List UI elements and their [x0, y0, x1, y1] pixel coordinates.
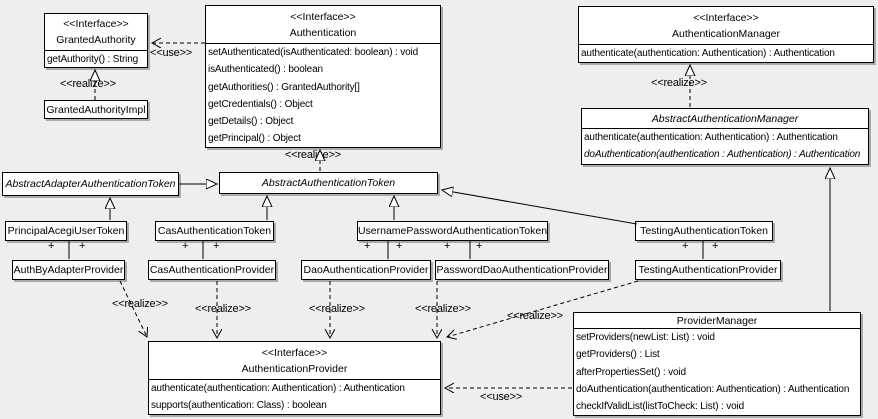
class-name: PasswordDaoAuthenticationProvider: [436, 264, 608, 276]
class-name: AuthenticationProvider: [241, 362, 348, 375]
class-name: AuthByAdapterProvider: [13, 264, 124, 276]
methods-compartment: getAuthority() : String: [45, 50, 147, 68]
edge-label-realize: <<realize>>: [415, 303, 471, 315]
method: doAuthentication(authentication : Authen…: [584, 149, 861, 161]
class-username-password-authentication-token: UsernamePasswordAuthenticationToken: [357, 221, 548, 241]
class-cas-authentication-token: CasAuthenticationToken: [155, 221, 274, 241]
class-abstract-authentication-token: AbstractAuthenticationToken: [219, 172, 438, 194]
method: authenticate(authentication: Authenticat…: [581, 48, 835, 59]
association-plus: +: [712, 240, 719, 252]
class-name: GrantedAuthority: [56, 34, 136, 46]
class-header: ProviderManager: [574, 313, 860, 328]
class-authentication-provider: <<Interface>> AuthenticationProvider aut…: [148, 341, 441, 415]
class-header: <<Interface>> AuthenticationProvider: [149, 342, 440, 379]
edge-label-realize: <<realize>>: [651, 77, 707, 89]
edge-label-use: <<use>>: [480, 391, 523, 403]
association-plus: +: [182, 240, 189, 252]
class-header: <<Interface>> Authentication: [206, 6, 440, 43]
class-authentication-manager: <<Interface>> AuthenticationManager auth…: [578, 6, 874, 63]
method: doAuthentication(authentication: Authent…: [576, 383, 850, 395]
method: getPrincipal() : Object: [208, 133, 301, 145]
method: getAuthorities() : GrantedAuthority[]: [208, 81, 360, 93]
class-header: <<Interface>> GrantedAuthority: [45, 14, 147, 50]
method: setProviders(newList: List) : void: [576, 332, 715, 343]
association-plus: +: [396, 240, 403, 252]
class-name: CasAuthenticationProvider: [149, 264, 275, 276]
class-name: UsernamePasswordAuthenticationToken: [357, 225, 548, 237]
class-provider-manager: ProviderManager setProviders(newList: Li…: [573, 312, 861, 416]
association-plus: +: [682, 240, 689, 252]
class-abstract-authentication-manager: AbstractAuthenticationManager authentica…: [581, 108, 869, 165]
association-plus: +: [213, 240, 220, 252]
edge-gen-testingtoken: [442, 190, 638, 225]
method: getDetails() : Object: [208, 116, 294, 128]
class-header: AbstractAuthenticationManager: [582, 109, 868, 128]
class-name: TestingAuthenticationProvider: [638, 264, 778, 276]
class-name: CasAuthenticationToken: [157, 225, 272, 237]
edge-label-realize: <<realize>>: [309, 303, 365, 315]
class-testing-authentication-provider: TestingAuthenticationProvider: [635, 260, 781, 280]
methods-compartment: setProviders(newList: List) : void getPr…: [574, 328, 860, 415]
class-name: GrantedAuthorityImpl: [46, 103, 146, 116]
class-name: AbstractAdapterAuthenticationToken: [5, 178, 176, 190]
edge-label-realize: <<realize>>: [112, 298, 168, 310]
edge-label-realize: <<realize>>: [285, 149, 341, 161]
edge-label-realize: <<realize>>: [60, 78, 116, 90]
class-auth-by-adapter-provider: AuthByAdapterProvider: [12, 260, 125, 280]
class-granted-authority-impl: GrantedAuthorityImpl: [44, 100, 148, 119]
stereotype: <<Interface>>: [63, 18, 129, 30]
class-principal-acegi-user-token: PrincipalAcegiUserToken: [5, 221, 127, 241]
class-dao-authentication-provider: DaoAuthenticationProvider: [301, 260, 431, 280]
class-cas-authentication-provider: CasAuthenticationProvider: [148, 260, 276, 280]
methods-compartment: authenticate(authentication: Authenticat…: [582, 128, 868, 164]
method: authenticate(authentication: Authenticat…: [151, 383, 405, 394]
class-authentication: <<Interface>> Authentication setAuthenti…: [205, 5, 441, 148]
association-plus: +: [364, 240, 371, 252]
class-header: <<Interface>> AuthenticationManager: [579, 7, 873, 44]
class-name: ProviderManager: [676, 314, 758, 327]
edge-label-realize: <<realize>>: [195, 303, 251, 315]
method: getProviders() : List: [576, 349, 660, 361]
method: isAuthenticated() : boolean: [208, 64, 323, 76]
stereotype: <<Interface>>: [290, 10, 356, 23]
method: checkIfValidList(listToCheck: List) : vo…: [576, 401, 745, 413]
class-testing-authentication-token: TestingAuthenticationToken: [635, 221, 773, 241]
class-name: Authentication: [289, 26, 357, 39]
class-name: PrincipalAcegiUserToken: [7, 225, 125, 237]
class-name: DaoAuthenticationProvider: [303, 264, 429, 276]
class-name: TestingAuthenticationToken: [640, 225, 768, 237]
association-plus: +: [444, 240, 451, 252]
method: afterPropertiesSet() : void: [576, 366, 686, 378]
methods-compartment: authenticate(authentication: Authenticat…: [579, 44, 873, 62]
association-plus: +: [48, 240, 55, 252]
edge-label-realize: <<realize>>: [507, 310, 563, 322]
association-plus: +: [79, 240, 86, 252]
method: supports(authentication: Class) : boolea…: [151, 400, 327, 412]
methods-compartment: setAuthenticated(isAuthenticated: boolea…: [206, 43, 440, 148]
class-name: AbstractAuthenticationToken: [261, 177, 396, 189]
class-name: AuthenticationManager: [672, 27, 780, 40]
method: authenticate(authentication: Authenticat…: [584, 132, 838, 143]
method: setAuthenticated(isAuthenticated: boolea…: [208, 47, 419, 58]
class-password-dao-authentication-provider: PasswordDaoAuthenticationProvider: [435, 260, 609, 280]
class-name: AbstractAuthenticationManager: [651, 112, 799, 125]
edge-label-use: <<use>>: [150, 47, 193, 59]
stereotype: <<Interface>>: [693, 11, 759, 24]
class-granted-authority: <<Interface>> GrantedAuthority getAuthor…: [44, 13, 148, 68]
stereotype: <<Interface>>: [261, 346, 328, 359]
method: getAuthority() : String: [47, 54, 139, 65]
class-abstract-adapter-authentication-token: AbstractAdapterAuthenticationToken: [2, 172, 179, 196]
method: getCredentials() : Object: [208, 98, 313, 110]
methods-compartment: authenticate(authentication: Authenticat…: [149, 379, 440, 415]
association-plus: +: [476, 240, 483, 252]
